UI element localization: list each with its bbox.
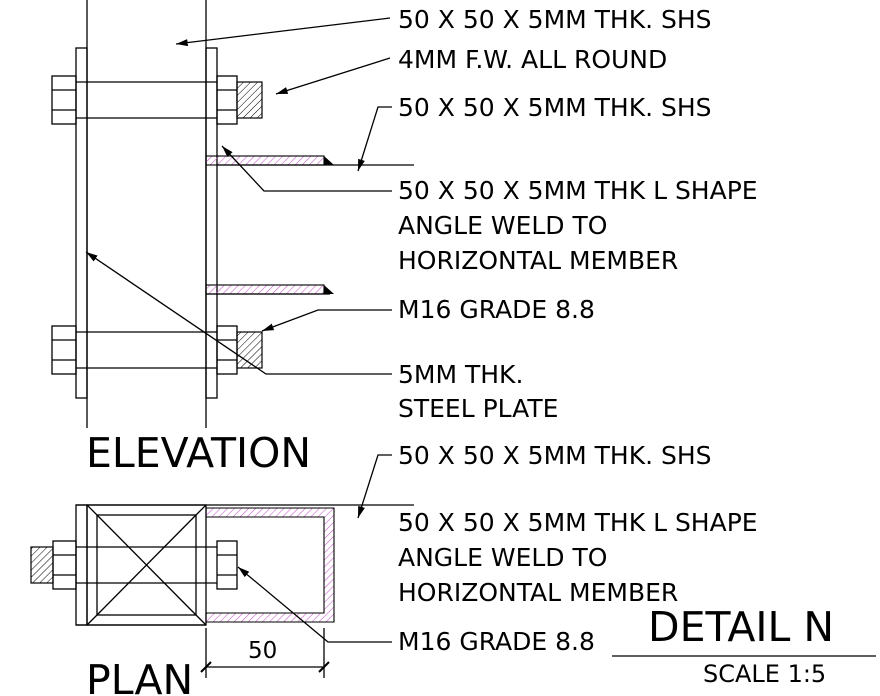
- plan-note-shs: 50 X 50 X 5MM THK. SHS: [398, 441, 712, 470]
- note-shs-2: 50 X 50 X 5MM THK. SHS: [398, 93, 712, 122]
- note-l-angle-2: ANGLE WELD TO: [398, 211, 607, 240]
- note-fillet-weld: 4MM F.W. ALL ROUND: [398, 45, 667, 74]
- note-plate-1: 5MM THK.: [398, 360, 523, 389]
- bolt-thread-bottom: [236, 331, 263, 369]
- plan-bolt: [30, 540, 238, 590]
- plan-plate-left: [75, 504, 88, 626]
- bolt-top: [51, 75, 263, 125]
- bolt-bottom: [51, 325, 263, 375]
- plan-label: PLAN: [86, 656, 193, 696]
- detail-title: DETAIL N: [648, 603, 834, 651]
- plan-bolt-thread: [30, 546, 54, 584]
- plan-shs-inner: [96, 514, 197, 616]
- bolt-thread-top: [236, 81, 263, 119]
- plan-shs-outer: [86, 504, 207, 626]
- elevation-label: ELEVATION: [86, 429, 311, 477]
- plan-note-l-angle-3: HORIZONTAL MEMBER: [398, 578, 678, 607]
- note-bolt: M16 GRADE 8.8: [398, 295, 595, 324]
- angle-weld-bottom: [205, 284, 325, 295]
- plan-note-l-angle-1: 50 X 50 X 5MM THK L SHAPE: [398, 508, 758, 537]
- dimension-value: 50: [248, 638, 277, 664]
- title-block: DETAIL N SCALE 1:5: [612, 603, 876, 688]
- note-plate-2: STEEL PLATE: [398, 394, 558, 423]
- plan-angle-hatch: [205, 507, 335, 623]
- note-l-angle-3: HORIZONTAL MEMBER: [398, 246, 678, 275]
- steel-plate: [75, 47, 88, 399]
- elevation-view: 50 X 50 X 5MM THK. SHS 4MM F.W. ALL ROUN…: [51, 0, 758, 477]
- plan-dimension: 50: [200, 628, 330, 678]
- note-shs-1: 50 X 50 X 5MM THK. SHS: [398, 5, 712, 34]
- plan-note-l-angle-2: ANGLE WELD TO: [398, 543, 607, 572]
- scale-label: SCALE 1:5: [703, 660, 826, 688]
- plan-view: 50 50 X 50 X 5MM THK. SHS 50 X 50 X 5MM …: [30, 441, 758, 696]
- angle-weld-top: [205, 155, 325, 166]
- note-l-angle-1: 50 X 50 X 5MM THK L SHAPE: [398, 176, 758, 205]
- angle-plate-right: [205, 47, 218, 399]
- plan-note-bolt: M16 GRADE 8.8: [398, 627, 595, 656]
